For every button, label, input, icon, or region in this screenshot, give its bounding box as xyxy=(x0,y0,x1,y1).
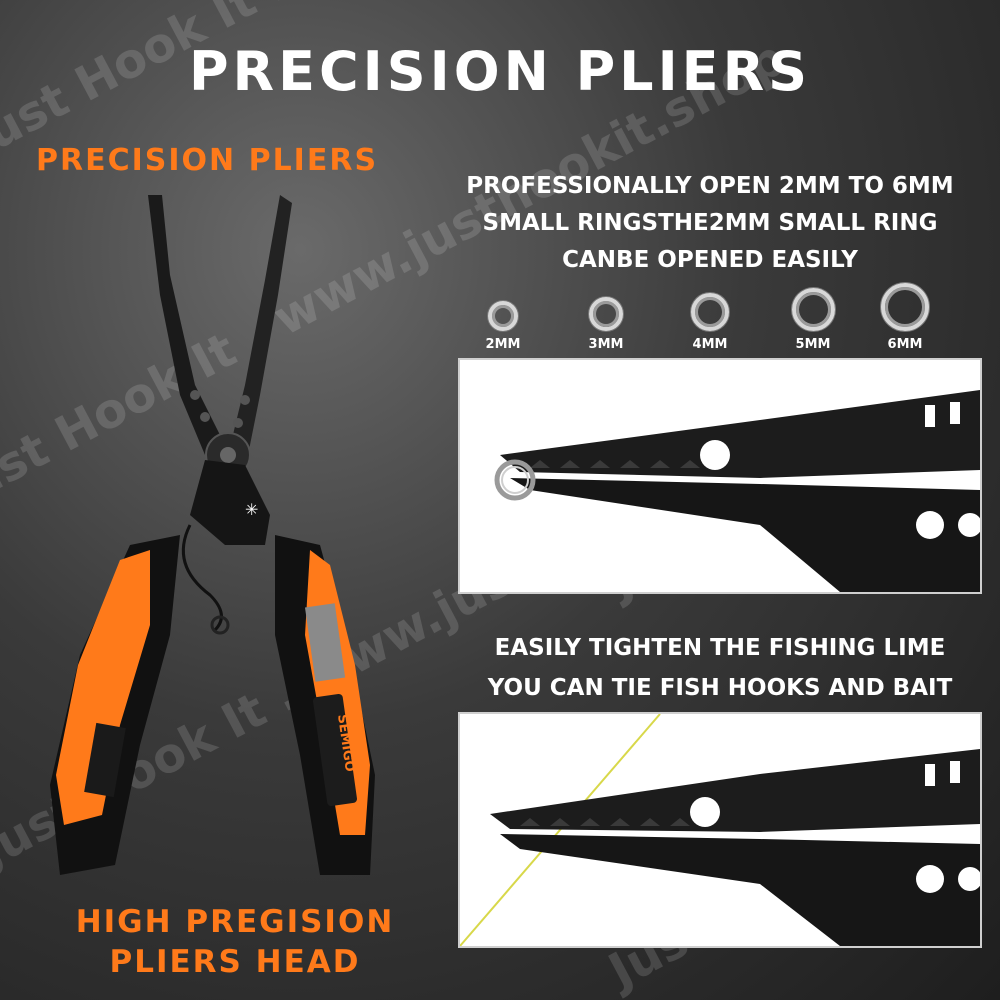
ring-description-line: CANBE OPENED EASILY xyxy=(562,247,858,273)
ring-size-label: 3MM xyxy=(588,337,624,352)
jaw-ring-photo xyxy=(458,358,982,594)
ring-size-label: 2MM xyxy=(485,337,521,352)
ring-size-row: 2MM 3MM 4MM 5MM 6MM xyxy=(468,283,988,353)
page-title: PRECISION PLIERS xyxy=(188,40,812,103)
split-ring-icon xyxy=(488,301,518,331)
ring-size-label: 6MM xyxy=(887,337,923,352)
line-description-line: YOU CAN TIE FISH HOOKS AND BAIT xyxy=(487,675,953,701)
ring-4mm: 4MM xyxy=(680,293,740,352)
ring-description-line: SMALL RINGSTHE2MM SMALL RING xyxy=(482,210,938,236)
split-ring-icon xyxy=(691,293,729,331)
split-ring-icon xyxy=(881,283,929,331)
ring-2mm: 2MM xyxy=(473,301,533,352)
ring-description: PROFESSIONALLY OPEN 2MM TO 6MM SMALL RIN… xyxy=(440,168,980,279)
bottom-caption-line: PLIERS HEAD xyxy=(109,944,361,980)
line-description: EASILY TIGHTEN THE FISHING LIME YOU CAN … xyxy=(440,628,1000,708)
subtitle-left: PRECISION PLIERS xyxy=(36,143,379,178)
pliers-image: ✳ SEMIGO xyxy=(20,185,440,889)
split-ring-icon xyxy=(589,297,623,331)
ring-size-label: 4MM xyxy=(692,337,728,352)
bottom-caption-line: HIGH PREGISION xyxy=(75,904,395,940)
ring-description-line: PROFESSIONALLY OPEN 2MM TO 6MM xyxy=(466,173,954,199)
jaw-line-photo xyxy=(458,712,982,948)
ring-6mm: 6MM xyxy=(873,283,937,352)
ring-5mm: 5MM xyxy=(781,288,845,352)
ring-size-label: 5MM xyxy=(795,337,831,352)
split-ring-icon xyxy=(791,288,835,331)
svg-text:✳: ✳ xyxy=(245,500,258,519)
line-description-line: EASILY TIGHTEN THE FISHING LIME xyxy=(494,635,946,661)
bottom-caption: HIGH PREGISION PLIERS HEAD xyxy=(60,902,410,982)
ring-3mm: 3MM xyxy=(576,297,636,352)
